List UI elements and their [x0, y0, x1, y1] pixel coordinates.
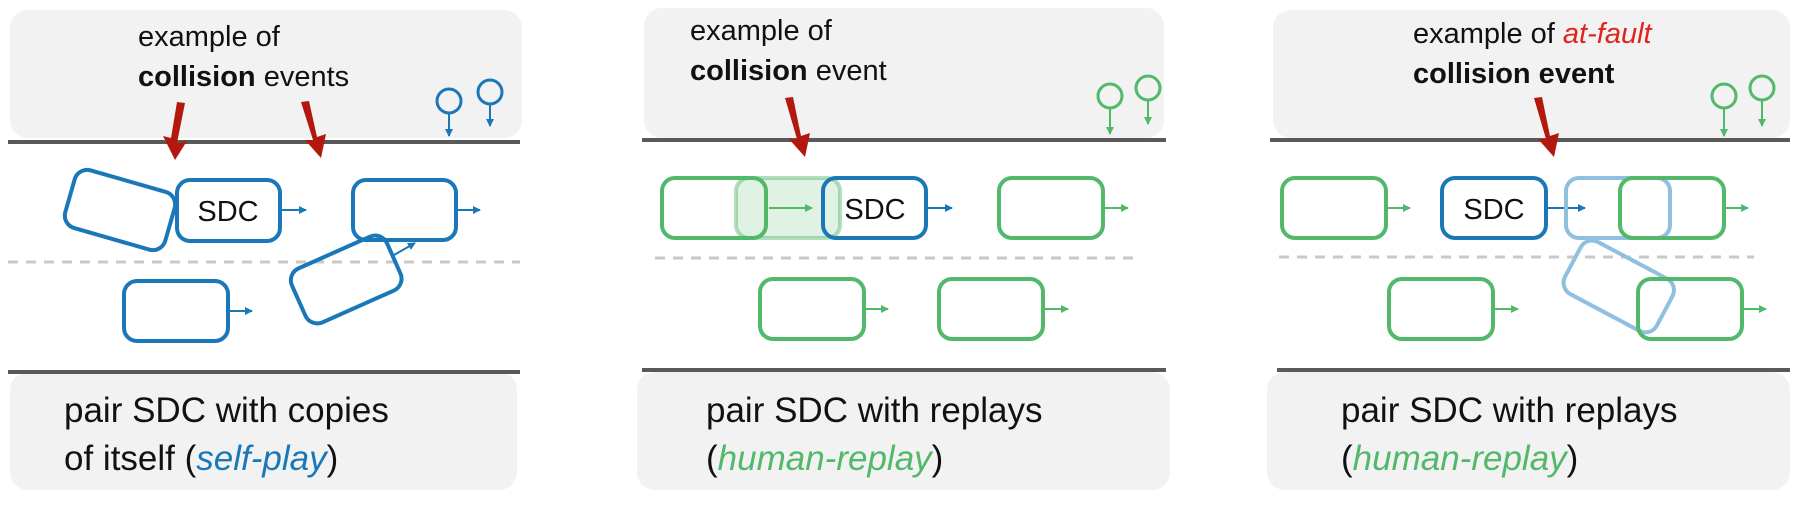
annotation-text-bold-line: collision event [690, 55, 887, 87]
caption-panel-background [1267, 372, 1790, 490]
caption-line: of itself (self-play) [64, 439, 338, 478]
caption-panel-background [637, 372, 1170, 490]
top-panel-background [644, 8, 1164, 138]
panel-human-replay: example of collision event SDC pair SDC … [637, 8, 1170, 490]
sdc-label: SDC [1463, 194, 1524, 226]
panel-at-fault-replay: example of at-fault collision event SDC … [1267, 10, 1790, 490]
vehicle-self-copy [288, 233, 404, 326]
collision-pointer-arrow [1534, 97, 1559, 157]
vehicle-self-copy [351, 178, 458, 242]
annotation-text-bold-line: collision events [138, 61, 349, 93]
vehicle-replay [997, 176, 1105, 240]
top-panel-background [10, 10, 522, 138]
top-panel-background [1273, 10, 1790, 138]
annotation-text: example of [138, 21, 281, 53]
caption-line: (human-replay) [1341, 439, 1578, 478]
sdc-label: SDC [844, 194, 905, 226]
annotation-text: example of [690, 15, 833, 47]
caption-panel-background [10, 372, 517, 490]
vehicle-replay [660, 176, 768, 240]
heading-arrow [393, 242, 416, 256]
vehicle-sdc-ghost [1561, 238, 1676, 335]
vehicle-replay [1387, 277, 1495, 341]
caption-line: pair SDC with replays [706, 391, 1043, 430]
annotation-text: example of at-fault [1413, 18, 1654, 50]
vehicle-replay [937, 277, 1045, 341]
sdc-label: SDC [197, 196, 258, 228]
vehicle-replay [758, 277, 866, 341]
collision-pointer-arrow [163, 102, 187, 160]
caption-line: pair SDC with copies [64, 391, 389, 430]
vehicle-replay [1280, 176, 1388, 240]
panel-self-play: example of collision events SDC pair SDC… [8, 10, 522, 490]
vehicle-sdc-ghost [1564, 176, 1672, 240]
caption-line: (human-replay) [706, 439, 943, 478]
vehicle-self-copy [122, 279, 230, 343]
collision-pointer-arrow [785, 97, 810, 157]
annotation-text-bold-line: collision event [1413, 58, 1615, 90]
caption-line: pair SDC with replays [1341, 391, 1678, 430]
vehicle-self-copy [62, 167, 178, 253]
collision-pointer-arrow [301, 101, 326, 158]
